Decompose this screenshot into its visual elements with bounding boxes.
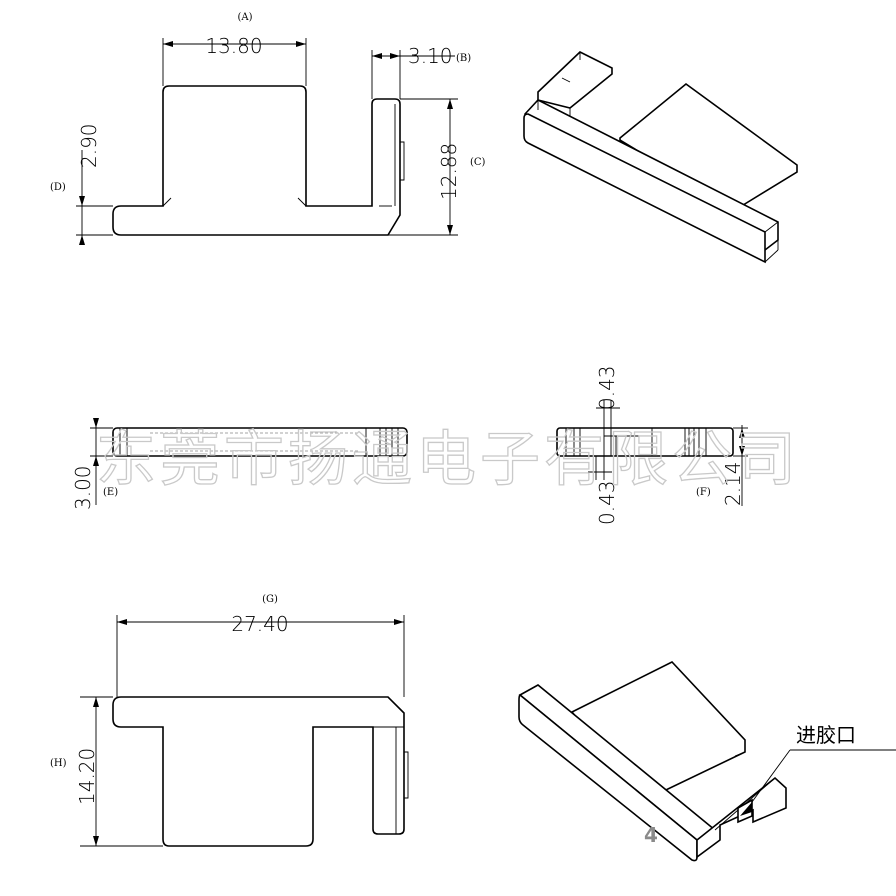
dimension-a: 13.80 (A) (162, 12, 307, 86)
page-number: 4 (644, 823, 658, 847)
dimension-b-value: 3.10 (408, 44, 453, 68)
dimension-a-tag: (A) (237, 12, 252, 23)
end-view-f (556, 427, 734, 457)
dimension-g: 27.40 (G) (116, 594, 405, 697)
side-view-e (112, 427, 408, 457)
dimension-g-tag: (G) (262, 594, 278, 605)
dimension-f-top: 0.43 (595, 365, 620, 428)
gate-arrow-icon (740, 802, 752, 816)
dimension-d-value: 2.90 (77, 123, 101, 168)
top-view (112, 696, 409, 847)
dimension-d-tag: (D) (50, 182, 66, 193)
dimension-h-tag: (H) (50, 758, 67, 769)
dimension-g-value: 27.40 (231, 612, 288, 636)
dimension-e: 3.00 (E) (71, 418, 118, 510)
isometric-view-bottom (518, 661, 787, 862)
gate-label: 进胶口 (796, 723, 856, 747)
front-view (112, 85, 405, 236)
isometric-view-top (523, 51, 798, 264)
dimension-c-value: 12.88 (437, 143, 461, 200)
dimension-f-top-value: 0.43 (595, 365, 619, 410)
dimension-b: 3.10 (B) (371, 44, 471, 99)
dimension-a-value: 13.80 (205, 34, 262, 58)
dimension-c: 12.88 (C) (388, 98, 486, 236)
dimension-e-value: 3.00 (71, 465, 95, 510)
dimension-f-bottom-value: 0.43 (595, 480, 619, 525)
dimension-c-tag: (C) (470, 157, 486, 168)
dimension-f: 2.14 (F) (696, 425, 748, 506)
dimension-h: 14.20 (H) (50, 696, 163, 847)
gate-callout: 进胶口 (751, 723, 896, 803)
dimension-f-bottom: 0.43 (588, 456, 619, 525)
dimension-d: 2.90 (D) (50, 123, 113, 245)
dimension-h-value: 14.20 (75, 748, 99, 805)
watermark: 东莞市扬通电子有限公司 (96, 425, 800, 495)
dimension-e-tag: (E) (103, 487, 118, 498)
dimension-f-tag: (F) (696, 487, 711, 498)
dimension-b-tag: (B) (456, 53, 471, 64)
dimension-f-value: 2.14 (721, 461, 745, 506)
